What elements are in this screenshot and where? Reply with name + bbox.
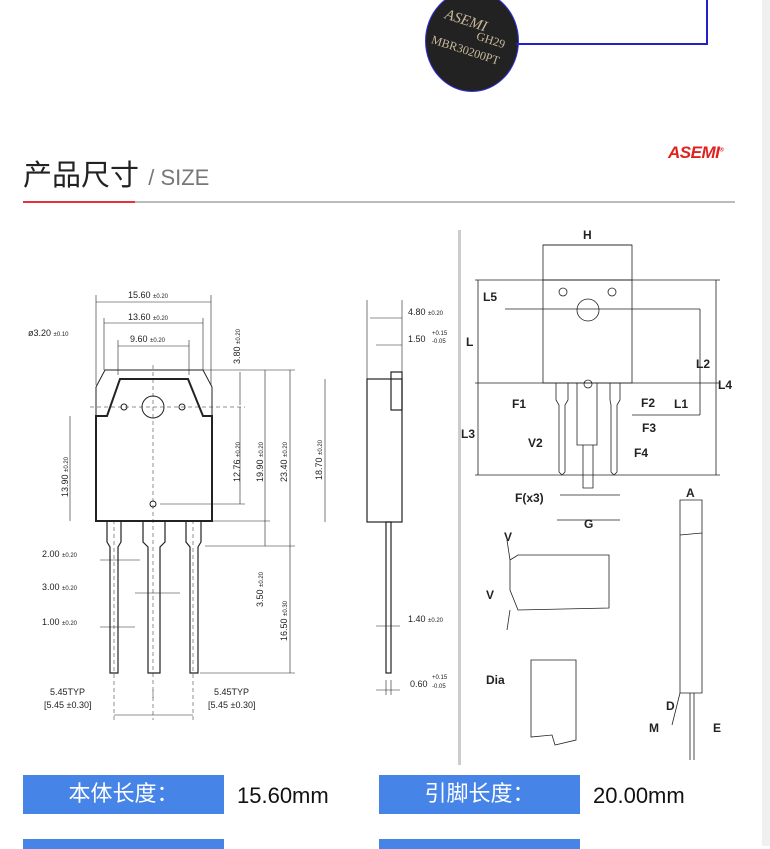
- dim-150-up: +0.15: [432, 331, 448, 337]
- section-title: 产品尺寸 / SIZE: [23, 152, 209, 194]
- chip-closeup-image: ASEMI GH29 MBR30200PT: [425, 0, 519, 92]
- label-V2: V2: [528, 436, 543, 450]
- label-E: E: [713, 721, 721, 735]
- label-H: H: [583, 228, 592, 242]
- dim-1990: 19.90 ±0.20: [255, 441, 265, 482]
- label-L4: L4: [718, 378, 732, 392]
- label-L1: L1: [674, 397, 688, 411]
- callout-line-vertical: [706, 0, 708, 45]
- dim-480: 4.80 ±0.20: [408, 307, 444, 317]
- label-V-top: V: [504, 530, 512, 544]
- dim-1390: 13.90 ±0.20: [60, 456, 70, 497]
- scrollbar-track[interactable]: [762, 0, 770, 846]
- dim-1870: 18.70 ±0.20: [314, 439, 324, 480]
- asemi-logo: ASEMI®: [668, 143, 724, 163]
- label-F4: F4: [634, 446, 648, 460]
- front-view: [69, 295, 403, 720]
- title-cn: 产品尺寸: [23, 158, 140, 192]
- dim-lead-100: 1.00 ±0.20: [42, 617, 78, 627]
- label-A: A: [686, 486, 695, 500]
- spec-value-lead-length: 20.00mm: [593, 783, 685, 808]
- label-F1: F1: [512, 397, 526, 411]
- spec-label-row2-left: [23, 839, 224, 849]
- logo-mark: ®: [719, 147, 724, 154]
- dim-060-up: +0.15: [432, 675, 448, 681]
- title-en: / SIZE: [148, 165, 210, 190]
- dim-pitch-right-tol: [5.45 ±0.30]: [208, 700, 255, 710]
- label-M: M: [649, 721, 659, 735]
- label-L: L: [466, 335, 473, 349]
- dim-1276: 12.76 ±0.20: [232, 441, 242, 482]
- spec-label-row2-right: [379, 839, 580, 849]
- callout-line: [516, 43, 708, 45]
- dim-pitch-left-tol: [5.45 ±0.30]: [44, 700, 91, 710]
- dim-hole: ø3.20 ±0.10: [28, 328, 69, 338]
- side-view: [366, 371, 403, 674]
- dim-350: 3.50 ±0.20: [255, 571, 265, 607]
- title-underline: [135, 201, 735, 203]
- label-Fx3: F(x3): [515, 491, 544, 505]
- logo-text: ASEMI: [668, 143, 720, 162]
- dim-pitch-right: 5.45TYP: [214, 687, 249, 697]
- dim-lead-300: 3.00 ±0.20: [42, 582, 78, 592]
- dim-380: 3.80 ±0.20: [232, 328, 242, 364]
- dim-140: 1.40 ±0.20: [408, 614, 444, 624]
- dim-width-960: 9.60 ±0.20: [130, 334, 166, 344]
- label-F3: F3: [642, 421, 656, 435]
- dim-pitch-left: 5.45TYP: [50, 687, 85, 697]
- label-V-bottom: V: [486, 588, 494, 602]
- label-L2: L2: [696, 357, 710, 371]
- label-L3: L3: [461, 427, 475, 441]
- label-G: G: [584, 517, 593, 531]
- title-underline-accent: [23, 201, 135, 203]
- dim-1650: 16.50 ±0.30: [279, 600, 289, 641]
- dim-width-1560: 15.60 ±0.20: [128, 290, 169, 300]
- dim-lead-200: 2.00 ±0.20: [42, 549, 78, 559]
- spec-value-body-length: 15.60mm: [237, 783, 329, 808]
- drawing-divider: [458, 230, 461, 765]
- dim-060: 0.60: [410, 679, 428, 689]
- spec-label-body-length: 本体长度：: [23, 775, 224, 814]
- dim-2340: 23.40 ±0.20: [279, 441, 289, 482]
- label-F2: F2: [641, 396, 655, 410]
- label-Dia: Dia: [486, 673, 505, 687]
- dim-150-dn: -0.05: [432, 339, 446, 345]
- dim-width-1360: 13.60 ±0.20: [128, 312, 169, 322]
- right-drawing: [475, 244, 720, 760]
- dim-060-dn: -0.05: [432, 684, 446, 690]
- label-D: D: [666, 699, 675, 713]
- label-L5: L5: [483, 290, 497, 304]
- spec-label-lead-length: 引脚长度：: [379, 775, 580, 814]
- dim-150: 1.50: [408, 334, 426, 344]
